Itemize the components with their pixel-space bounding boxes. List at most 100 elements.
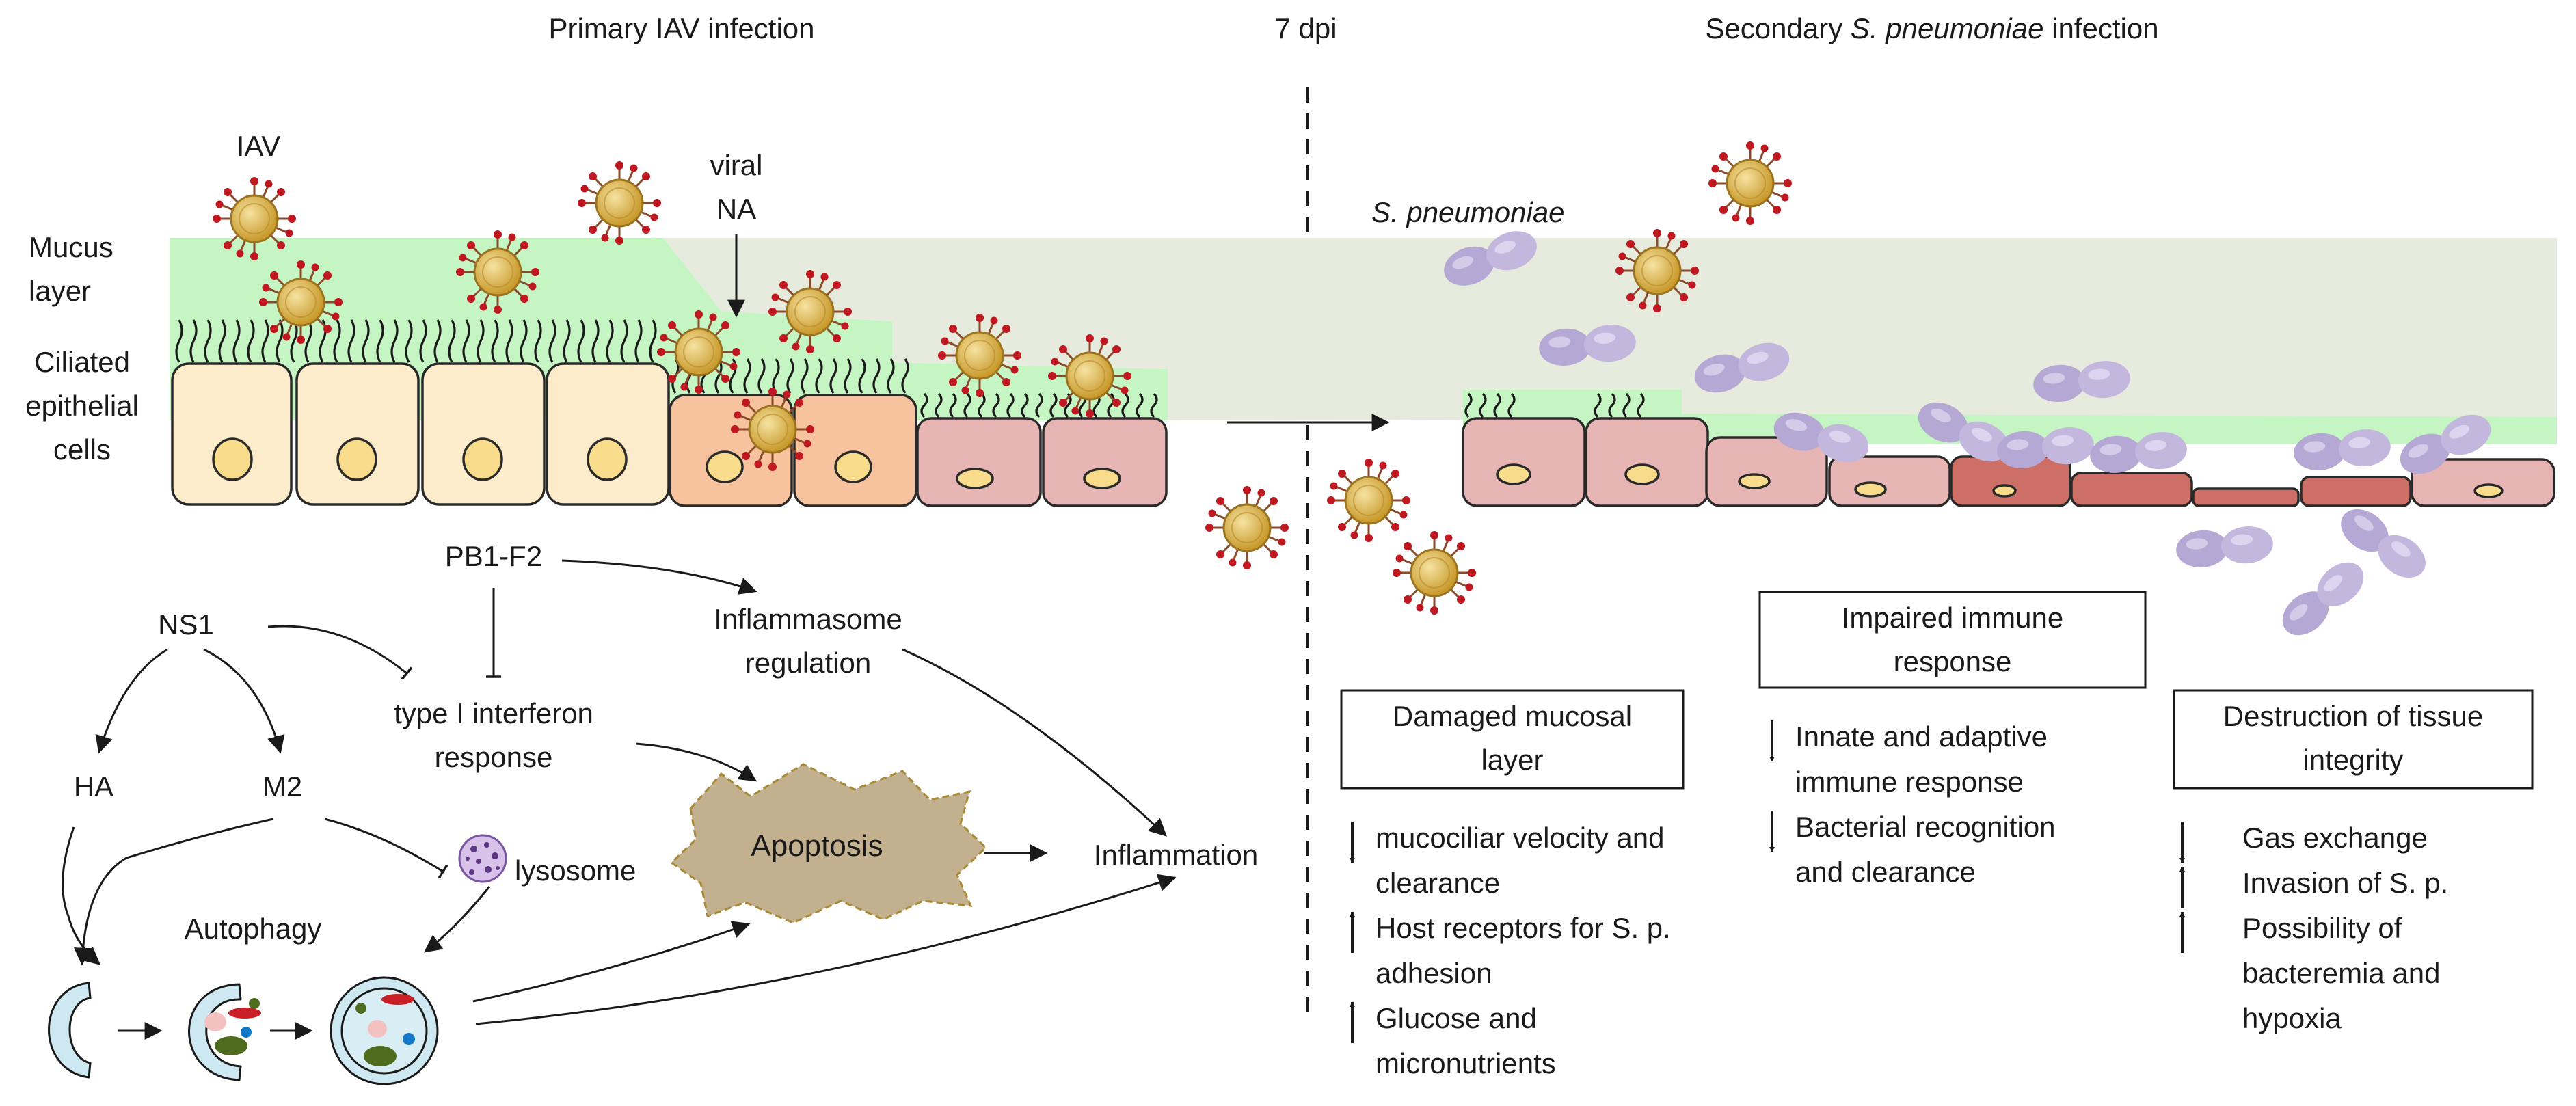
virus	[937, 312, 1023, 399]
healthy-cells	[171, 362, 670, 506]
bacterium	[2274, 553, 2372, 645]
virus	[576, 160, 662, 246]
effect-text: adhesion	[1376, 957, 1492, 989]
cilium	[362, 319, 370, 363]
effect-text: clearance	[1376, 867, 1500, 899]
cilium	[606, 319, 614, 363]
virus	[1391, 530, 1477, 616]
virus	[767, 269, 853, 355]
cilium	[714, 358, 723, 394]
cilium	[1107, 392, 1115, 418]
bacterium	[2174, 524, 2275, 570]
cilium	[534, 319, 542, 363]
apoptosis-blob	[669, 763, 988, 924]
effect-text: hypoxia	[2242, 1002, 2342, 1034]
virus	[729, 386, 816, 472]
effect-text: Possibility of	[2242, 912, 2402, 944]
cilium	[1608, 392, 1616, 418]
cilium	[829, 358, 837, 394]
cilium	[232, 319, 241, 363]
cilium	[347, 319, 355, 363]
cilium	[304, 319, 312, 363]
cilium	[992, 392, 1000, 418]
cilium	[1464, 392, 1473, 418]
cilium	[1121, 392, 1129, 418]
effect-text: Bacterial recognition	[1795, 811, 2056, 843]
effect-text: Innate and adaptive	[1795, 720, 2048, 753]
cilium	[1136, 392, 1144, 418]
virus	[1614, 228, 1700, 314]
cilium	[1622, 392, 1631, 418]
lysosome-label: lysosome	[515, 854, 636, 887]
cilium	[978, 392, 986, 418]
cilium	[757, 358, 766, 394]
cilium	[1637, 392, 1645, 418]
cilium	[591, 319, 600, 363]
cilium	[620, 319, 628, 363]
damaged-cells-left	[916, 417, 1168, 507]
impaired-effects-list: Innate and adaptive immune responseBacter…	[1769, 720, 2056, 888]
cilium	[1507, 392, 1516, 418]
cilium	[462, 319, 470, 363]
cilium	[1594, 392, 1602, 418]
effect-text: micronutrients	[1376, 1047, 1556, 1079]
cilium	[872, 358, 881, 394]
cilium	[276, 319, 284, 363]
cilium	[261, 319, 269, 363]
effect-text: Gas exchange	[2242, 822, 2428, 854]
inflammation-label: Inflammation	[1094, 839, 1258, 871]
cilium	[376, 319, 384, 363]
virus	[211, 176, 297, 262]
virus	[1204, 485, 1290, 571]
effect-text: immune response	[1795, 766, 2024, 798]
cilium	[333, 319, 341, 363]
autophagy-label: Autophagy	[185, 913, 322, 945]
cilium	[1064, 392, 1072, 418]
pb1f2-label: PB1-F2	[445, 540, 542, 572]
cilium	[1479, 392, 1487, 418]
cilium	[935, 392, 943, 418]
cilium	[1035, 392, 1043, 418]
header-7dpi: 7 dpi	[1274, 12, 1337, 44]
iav-label: IAV	[237, 130, 281, 162]
cilium	[949, 392, 957, 418]
cilium	[634, 319, 643, 363]
header-secondary: Secondary S. pneumoniae infection	[1705, 12, 2158, 44]
cilium	[390, 319, 399, 363]
apoptosis-label: Apoptosis	[751, 829, 883, 863]
cilium	[858, 358, 866, 394]
m2-label: M2	[263, 770, 302, 802]
cilium	[1021, 392, 1029, 418]
cilium	[419, 319, 427, 363]
cilium	[920, 392, 928, 418]
cilium	[844, 358, 852, 394]
virus	[1326, 457, 1412, 543]
cilium	[786, 358, 794, 394]
ns1-label: NS1	[158, 608, 214, 640]
autophagy-closing	[188, 983, 261, 1081]
cilium	[901, 358, 909, 394]
cilium	[247, 319, 255, 363]
cilium	[477, 319, 485, 363]
lysosome	[458, 834, 507, 883]
cilium	[290, 319, 298, 363]
cilium	[563, 319, 571, 363]
s-pneumoniae-label: S. pneumoniae	[1371, 196, 1565, 228]
header-primary-iav: Primary IAV infection	[548, 12, 814, 44]
cilium	[175, 319, 183, 363]
virus	[1707, 140, 1793, 226]
cilium	[548, 319, 556, 363]
autophagy-phagophore	[48, 982, 92, 1079]
cilium	[433, 319, 442, 363]
pathway-arrows	[62, 559, 1177, 1025]
ha-label: HA	[74, 770, 113, 802]
